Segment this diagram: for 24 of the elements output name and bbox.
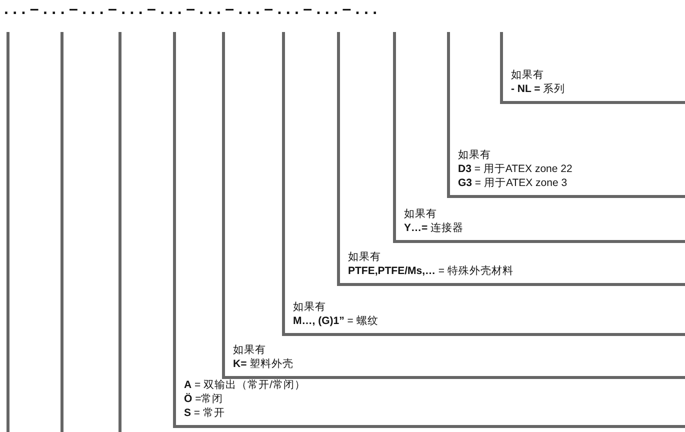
option-code-text: K= 塑料外壳 [233, 357, 294, 371]
option-code-text: PTFE,PTFE/Ms,… = 特殊外壳材料 [348, 264, 514, 278]
option-bracket [222, 32, 685, 379]
option-code-text: Ö =常闭 [184, 392, 224, 406]
option-code-text: D3 = 用于ATEX zone 22 [458, 162, 572, 176]
condition-heading: 如果有 [293, 300, 327, 314]
option-bracket [447, 32, 685, 198]
option-code-text: M…, (G)1” = 螺纹 [293, 314, 378, 328]
option-code-text: G3 = 用于ATEX zone 3 [458, 176, 568, 190]
condition-heading: 如果有 [348, 250, 382, 264]
option-bracket [282, 32, 685, 336]
option-code-text: A = 双输出（常开/常闭） [184, 378, 306, 392]
option-code-text: S = 常开 [184, 406, 226, 420]
option-bracket [393, 32, 685, 243]
option-code-text: - NL = 系列 [511, 82, 566, 96]
condition-heading: 如果有 [458, 148, 492, 162]
option-bracket [500, 32, 685, 104]
option-bracket [337, 32, 685, 286]
option-bracket [173, 32, 685, 428]
condition-heading: 如果有 [511, 68, 545, 82]
condition-heading: 如果有 [404, 207, 438, 221]
option-code-text: Y…= 连接器 [404, 221, 464, 235]
type-code-pattern: ...–...–...–...–...–...–...–...–...–... [4, 0, 382, 20]
condition-heading: 如果有 [233, 343, 267, 357]
